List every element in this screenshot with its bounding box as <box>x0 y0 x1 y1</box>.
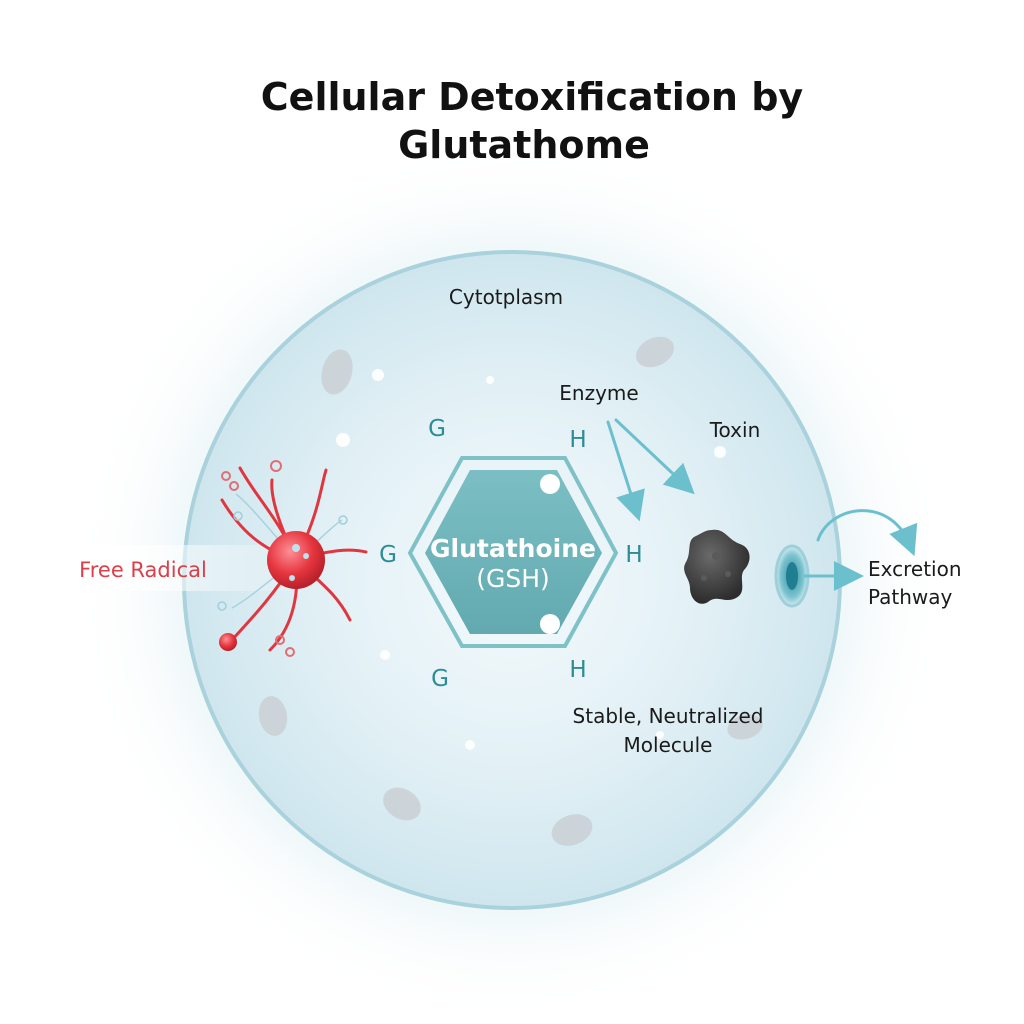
glutathione-hexagon: Glutathoine (GSH) <box>407 456 619 648</box>
organelle <box>321 349 353 395</box>
free-radical-node <box>219 633 237 651</box>
free-radical-label: Free Radical <box>79 558 207 582</box>
letter-g-left: G <box>379 542 397 568</box>
title-line-1: Cellular Detoxification by <box>261 75 804 119</box>
stable-label-line-2: Molecule <box>624 733 713 757</box>
toxin-blob <box>684 529 750 604</box>
cytoplasm-label: Cytotplasm <box>449 285 563 309</box>
stable-label-line-1: Stable, Neutralized <box>573 704 764 728</box>
enzyme-arrow <box>614 418 695 495</box>
hexagon-name: Glutathoine <box>430 534 596 563</box>
organelle <box>383 787 421 821</box>
toxin-molecule <box>684 529 750 604</box>
letter-h-right: H <box>625 542 642 568</box>
letter-h-bottom: H <box>569 657 586 683</box>
hexagon-body <box>425 470 602 634</box>
excretion-arrows <box>803 509 918 591</box>
enzyme-arrows <box>606 418 695 522</box>
enzyme-arrow <box>606 420 645 522</box>
letter-g-top: G <box>428 416 446 442</box>
letter-g-bottom: G <box>431 666 449 692</box>
excretion-label-line-1: Excretion <box>868 557 962 581</box>
organelle <box>551 814 593 846</box>
membrane-channel <box>774 544 810 608</box>
organelles <box>258 336 763 846</box>
title-line-2: Glutathome <box>398 123 650 167</box>
hexagon-outline <box>407 456 619 648</box>
free-radical-core <box>267 531 325 589</box>
organelle <box>635 336 675 368</box>
enzyme-label: Enzyme <box>559 381 638 405</box>
hexagon-node <box>540 474 560 494</box>
letter-h-top: H <box>569 427 586 453</box>
excretion-label-line-2: Pathway <box>868 585 953 609</box>
organelle <box>258 696 288 736</box>
hexagon-abbr: (GSH) <box>476 564 550 593</box>
sparkles <box>336 369 726 750</box>
excretion-curve-arrow <box>816 509 918 557</box>
toxin-label: Toxin <box>709 418 761 442</box>
organelle <box>727 714 763 740</box>
free-radical-molecule <box>217 460 368 657</box>
hexagon-node <box>540 614 560 634</box>
